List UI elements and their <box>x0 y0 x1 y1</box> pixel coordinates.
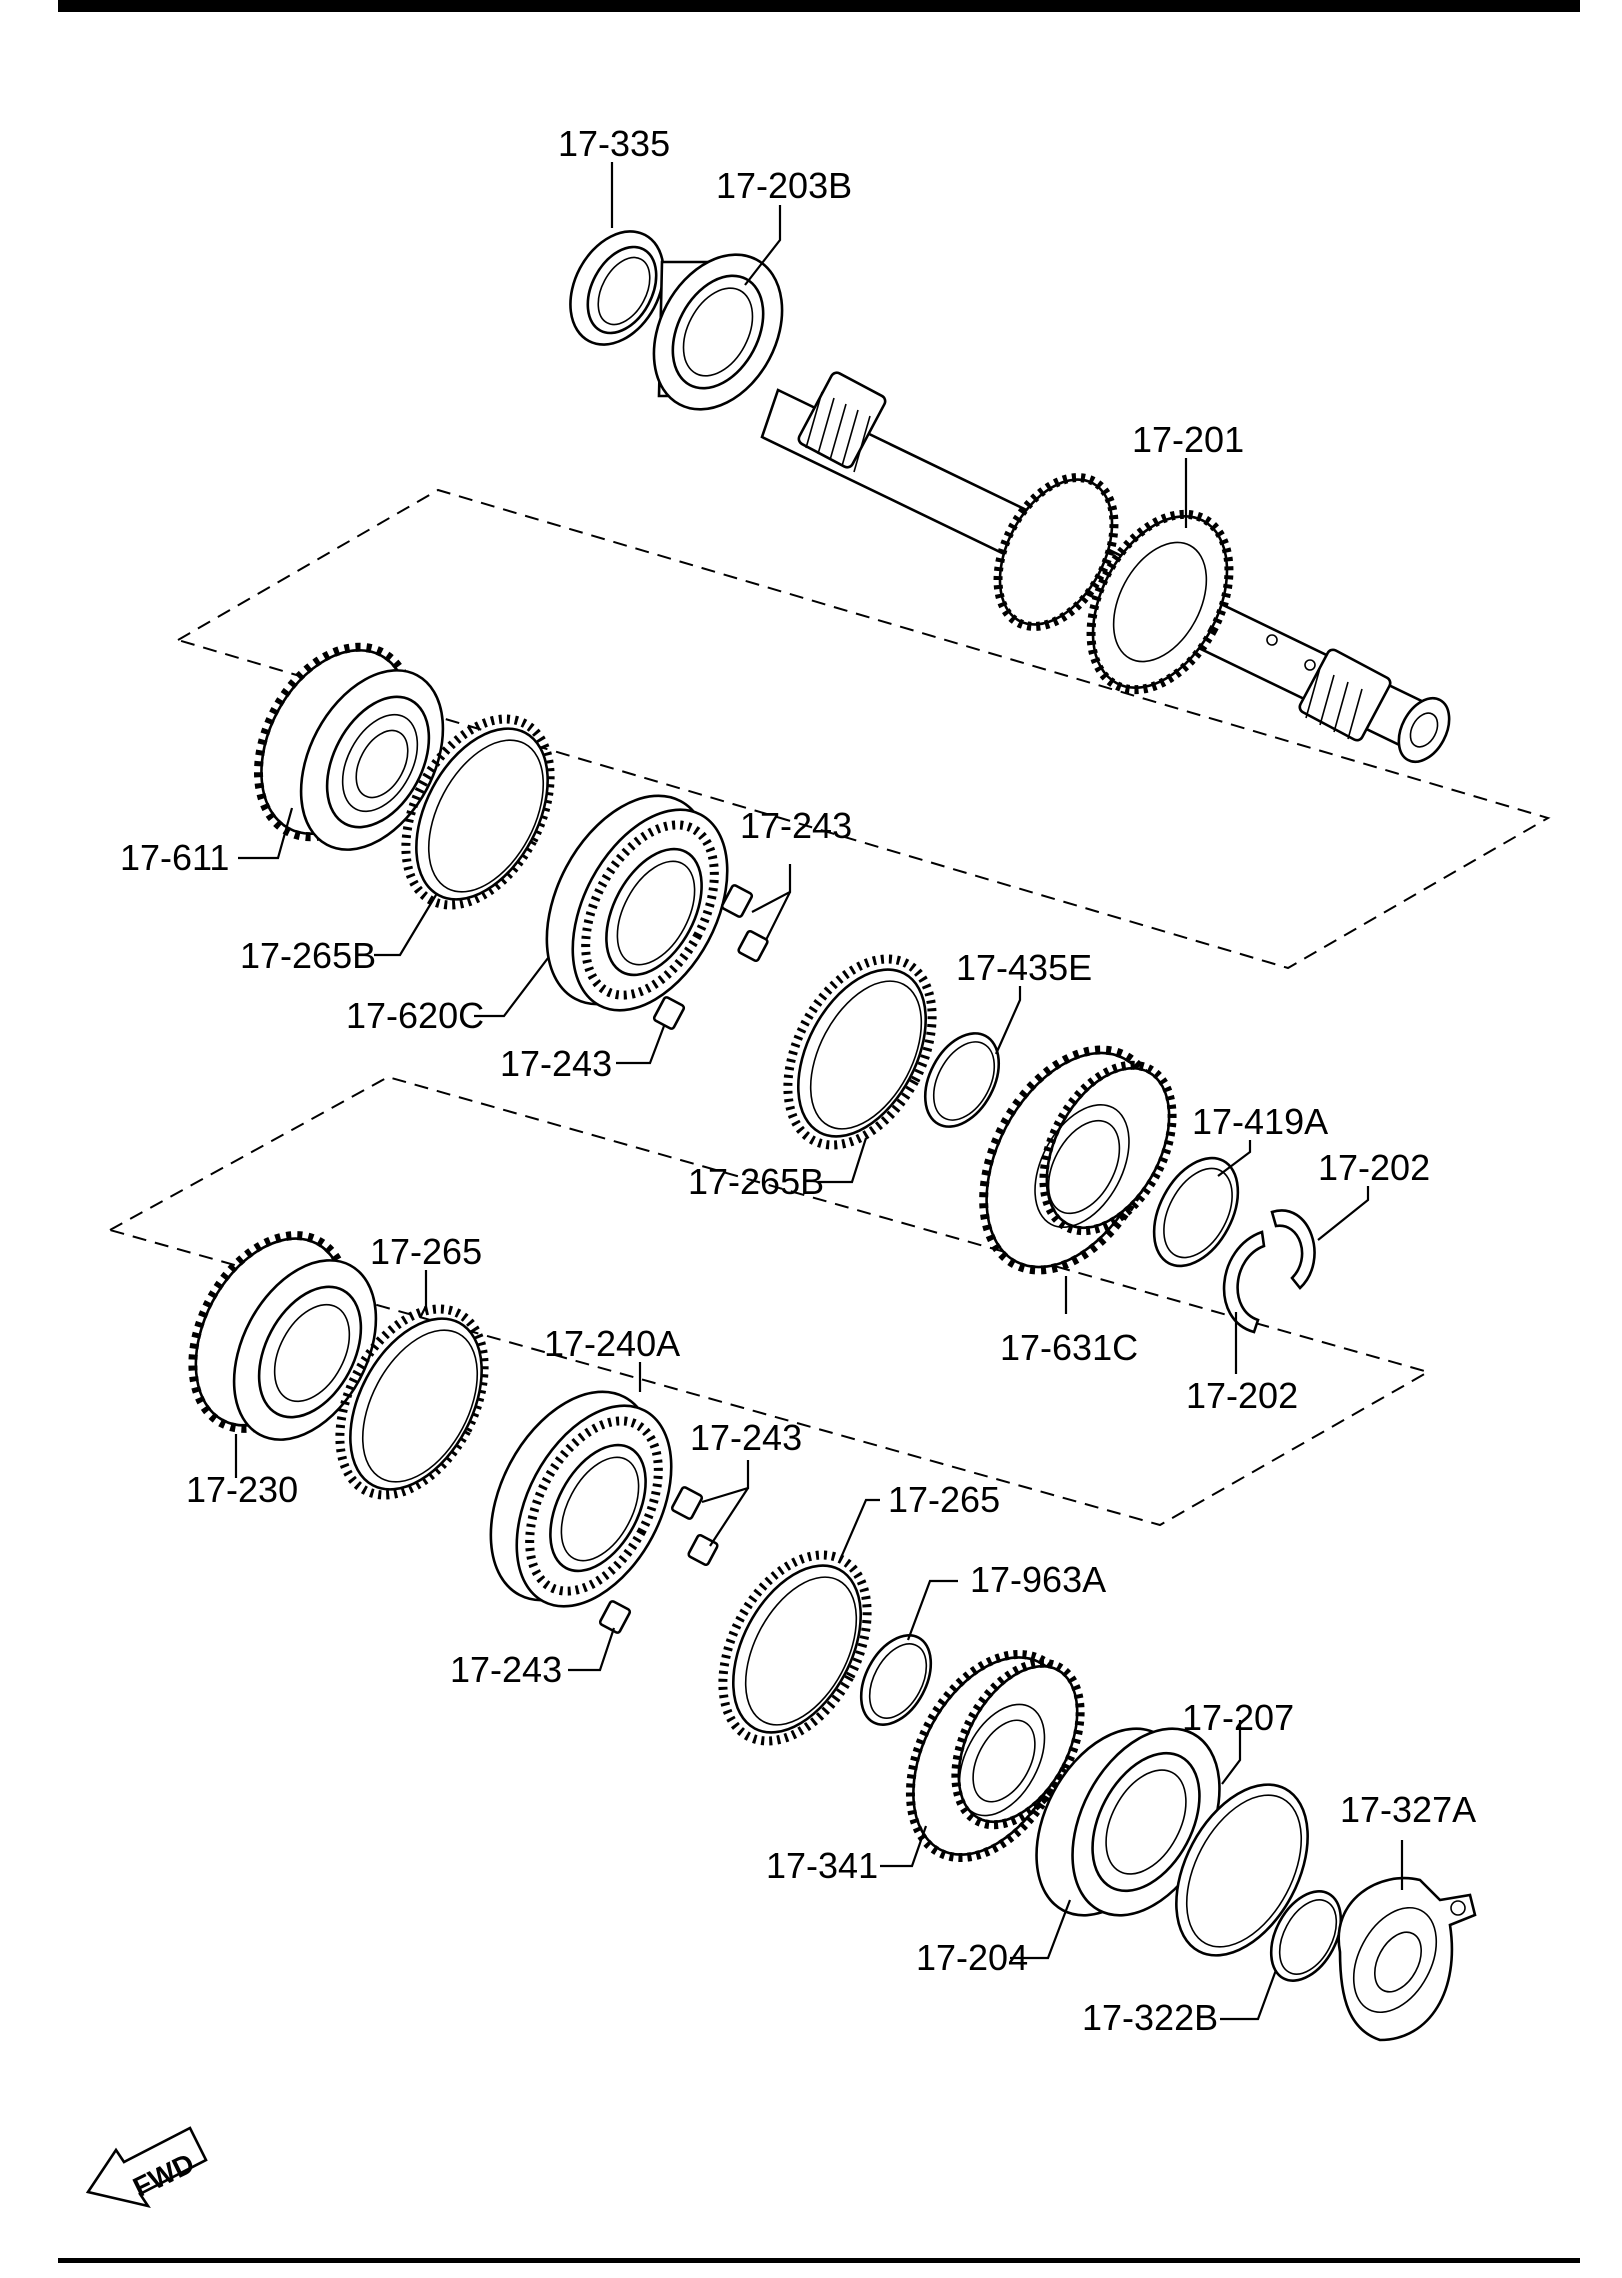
part-shift-key-lower-1 <box>670 1486 704 1520</box>
label-17-611: 17-611 <box>120 837 229 878</box>
label-17-243-d: 17-243 <box>450 1649 562 1690</box>
label-17-201: 17-201 <box>1132 419 1244 460</box>
part-synchronizer-ring-d <box>718 1550 872 1746</box>
lower-assembly-outline <box>107 1075 1431 1527</box>
part-bearing-retainer-plate <box>1337 1876 1477 2042</box>
part-clutch-hub-sleeve-lower <box>489 1390 673 1608</box>
part-ball-bearing-rear <box>1035 1727 1221 1917</box>
label-17-240A: 17-240A <box>544 1323 680 1364</box>
part-gear-611 <box>253 642 445 851</box>
part-snap-ring-963a <box>859 1634 933 1726</box>
part-ball-bearing-front <box>652 253 784 411</box>
label-17-620C: 17-620C <box>346 995 484 1036</box>
label-17-265B-b: 17-265B <box>688 1161 824 1202</box>
label-17-327A: 17-327A <box>1340 1789 1476 1830</box>
part-oil-seal <box>569 230 665 346</box>
bottom-border-line <box>58 2258 1580 2263</box>
part-snap-ring-435e <box>923 1032 1001 1128</box>
label-17-243-a: 17-243 <box>740 805 852 846</box>
label-17-419A: 17-419A <box>1192 1101 1328 1142</box>
label-17-435E: 17-435E <box>956 947 1092 988</box>
part-shift-key-lower-3 <box>598 1600 632 1634</box>
label-17-631C: 17-631C <box>1000 1327 1138 1368</box>
part-split-ring-half-upper <box>1270 1209 1316 1290</box>
fwd-arrow-icon: FWD <box>85 2126 208 2209</box>
part-shift-key-upper-1 <box>720 884 754 918</box>
part-gear-631c <box>979 1045 1177 1275</box>
label-17-203B: 17-203B <box>716 165 852 206</box>
label-17-202-a: 17-202 <box>1318 1147 1430 1188</box>
label-17-322B: 17-322B <box>1082 1997 1218 2038</box>
label-17-335: 17-335 <box>558 123 670 164</box>
part-thrust-washer-207 <box>1175 1783 1309 1957</box>
label-17-265-a: 17-265 <box>370 1231 482 1272</box>
part-shift-key-upper-3 <box>652 996 686 1030</box>
top-border-bar <box>58 0 1580 12</box>
label-17-243-b: 17-243 <box>500 1043 612 1084</box>
label-17-243-c: 17-243 <box>690 1417 802 1458</box>
part-split-ring-half-lower <box>1222 1230 1266 1334</box>
label-17-265B-a: 17-265B <box>240 935 376 976</box>
part-main-shaft <box>760 371 1451 764</box>
label-17-230: 17-230 <box>186 1469 298 1510</box>
part-synchronizer-ring-a <box>401 714 555 910</box>
part-shift-key-upper-2 <box>737 929 769 963</box>
leader-lines <box>234 162 1404 2021</box>
part-gear-341 <box>905 1649 1085 1863</box>
label-17-204: 17-204 <box>916 1937 1028 1978</box>
part-labels: 17-335 17-203B 17-201 17-611 17-265B 17-… <box>120 123 1476 2038</box>
label-17-207: 17-207 <box>1182 1697 1294 1738</box>
part-gear-230 <box>188 1231 378 1441</box>
part-snap-ring-322b <box>1269 1890 1343 1982</box>
label-17-265-b: 17-265 <box>888 1479 1000 1520</box>
part-thrust-washer-419a <box>1152 1156 1240 1268</box>
label-17-963A: 17-963A <box>970 1559 1106 1600</box>
upper-assembly-outline <box>175 488 1551 970</box>
part-synchronizer-ring-c <box>335 1304 489 1500</box>
part-shift-key-lower-2 <box>687 1533 719 1567</box>
part-clutch-hub-sleeve-upper <box>545 794 729 1012</box>
label-17-202-b: 17-202 <box>1186 1375 1298 1416</box>
label-17-341: 17-341 <box>766 1845 878 1886</box>
part-synchronizer-ring-b <box>783 954 937 1150</box>
